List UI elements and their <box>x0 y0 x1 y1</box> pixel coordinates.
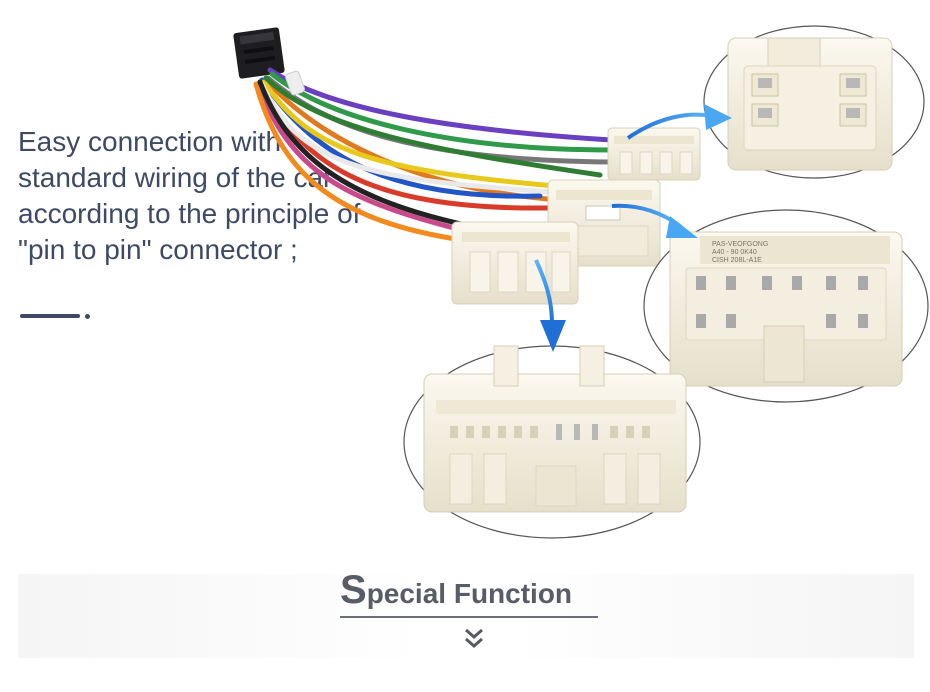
section-title-initial: S <box>340 568 367 612</box>
head-connector <box>233 27 285 79</box>
wire-clip <box>285 70 305 96</box>
zoom-detail-large-connector <box>403 345 701 539</box>
connector-label-line: PAS-VEOFGONG <box>712 241 768 248</box>
decorative-dash <box>20 314 80 318</box>
section-title-rest: pecial Function <box>366 578 573 609</box>
arrow-to-small-detail <box>626 104 732 140</box>
arrow-to-large-detail <box>534 259 566 352</box>
decorative-dot <box>85 314 90 319</box>
zoom-detail-middle-connector: PAS-VEOFGONG A40 - 90 0K40 CISH 208L-A1E <box>643 209 929 403</box>
product-description: Easy connection with standard wiring of … <box>18 124 438 268</box>
description-line: standard wiring of the car <box>18 162 333 193</box>
description-line: Easy connection with <box>18 126 282 157</box>
middle-connector <box>547 179 661 267</box>
section-title: Special Function <box>340 568 600 612</box>
small-connector <box>607 127 701 181</box>
connector-label-line: A40 - 90 0K40 <box>712 249 757 256</box>
large-connector <box>451 221 579 305</box>
description-line: according to the principle of <box>18 198 361 229</box>
connector-label-line: CISH 208L-A1E <box>712 257 762 264</box>
description-line: "pin to pin" connector ; <box>18 234 298 265</box>
zoom-detail-small-connector <box>703 25 925 179</box>
arrow-to-middle-detail <box>611 203 698 238</box>
double-chevron-down-icon <box>465 628 483 648</box>
section-title-underline <box>340 616 598 618</box>
